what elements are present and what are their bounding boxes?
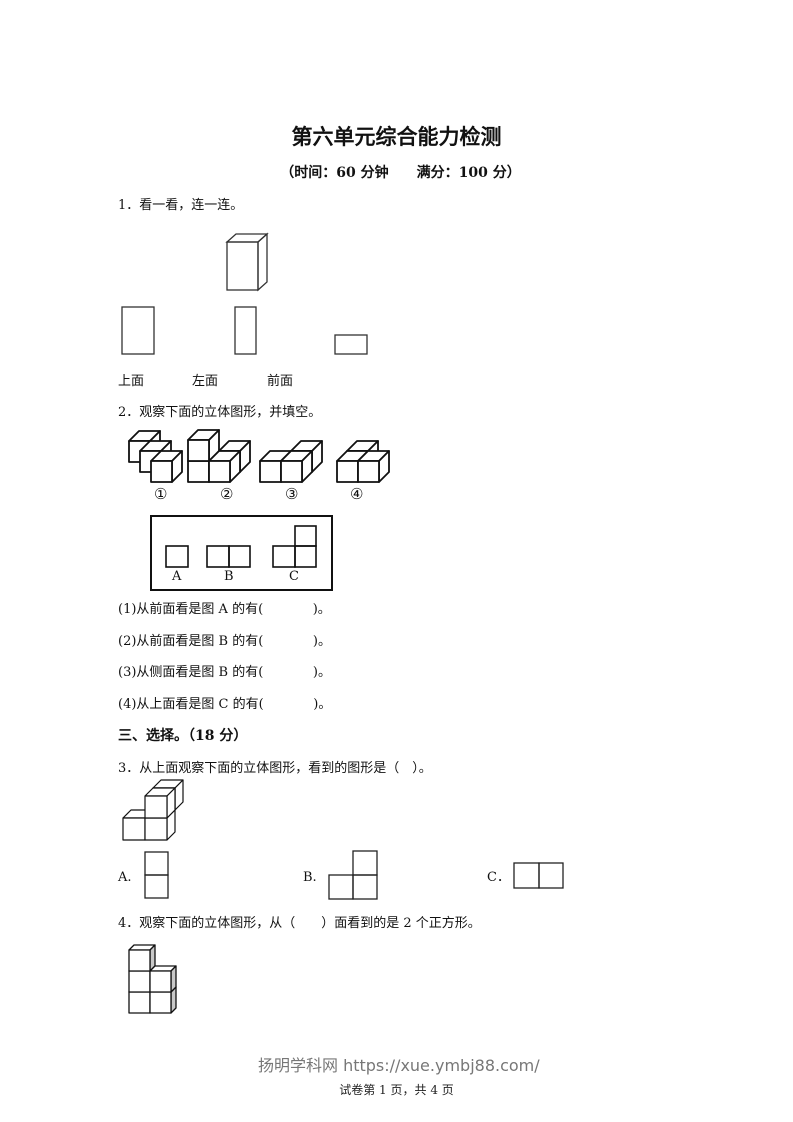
subtitle: （时间：60 分钟 满分：100 分） [280, 165, 521, 181]
cube-figure-4 [336, 440, 390, 483]
watermark: 扬明学科网 https://xue.ymbj88.com/ [258, 1056, 540, 1075]
view-rect-2 [234, 306, 257, 355]
view-label-c: C [289, 569, 299, 584]
question-3: 3．从上面观察下面的立体图形，看到的图形是（ ）。 [118, 761, 432, 776]
blank-question-2: (2)从前面看是图 B 的有( )。 [118, 634, 331, 649]
view-label-a: A [172, 569, 182, 584]
cube-face [280, 460, 303, 483]
view-rect-3 [334, 334, 368, 355]
cube-face [187, 439, 210, 462]
figure-number: ① [154, 485, 168, 503]
cube-figure-q3 [122, 779, 184, 841]
figure-number: ③ [285, 485, 299, 503]
label-front: 前面 [267, 374, 294, 389]
blank-question-1: (1)从前面看是图 A 的有( )。 [118, 602, 331, 617]
figure-number: ② [220, 485, 234, 503]
cube-face [208, 460, 231, 483]
cube-figure-3 [259, 440, 323, 483]
option-shapes [144, 850, 564, 900]
view-rect-1 [121, 306, 155, 355]
cube-figure-2 [187, 429, 251, 483]
question-1: 1．看一看，连一连。 [118, 198, 244, 213]
cube-face [150, 460, 173, 483]
view-label-b: B [224, 569, 234, 584]
question-4: 4．观察下面的立体图形，从（ ）面看到的是 2 个正方形。 [118, 916, 481, 931]
option-a-label[interactable]: A. [118, 870, 132, 885]
section-heading: 三、选择。（18 分） [118, 728, 248, 744]
cube-face [128, 970, 151, 993]
views-box [150, 515, 333, 591]
cube-face [128, 991, 151, 1014]
blank-question-4: (4)从上面看是图 C 的有( )。 [118, 697, 332, 712]
figure-number: ④ [350, 485, 364, 503]
label-left: 左面 [192, 374, 219, 389]
cube-face [144, 795, 168, 819]
cube-face [149, 970, 172, 993]
blank-question-3: (3)从侧面看是图 B 的有( )。 [118, 665, 331, 680]
question-2: 2．观察下面的立体图形，并填空。 [118, 405, 322, 420]
option-c-label[interactable]: C． [487, 870, 510, 885]
page-title: 第六单元综合能力检测 [291, 124, 502, 149]
cube-face [128, 949, 151, 972]
cube-figure-q4 [128, 944, 177, 1014]
cube-face [357, 460, 380, 483]
label-top: 上面 [118, 374, 145, 389]
page-footer: 试卷第 1 页，共 4 页 [339, 1083, 454, 1097]
cube-figure-1 [128, 430, 183, 483]
option-b-label[interactable]: B. [303, 870, 317, 885]
cube-face [170, 965, 177, 993]
cube-face [149, 991, 172, 1014]
cuboid-figure [121, 232, 368, 355]
